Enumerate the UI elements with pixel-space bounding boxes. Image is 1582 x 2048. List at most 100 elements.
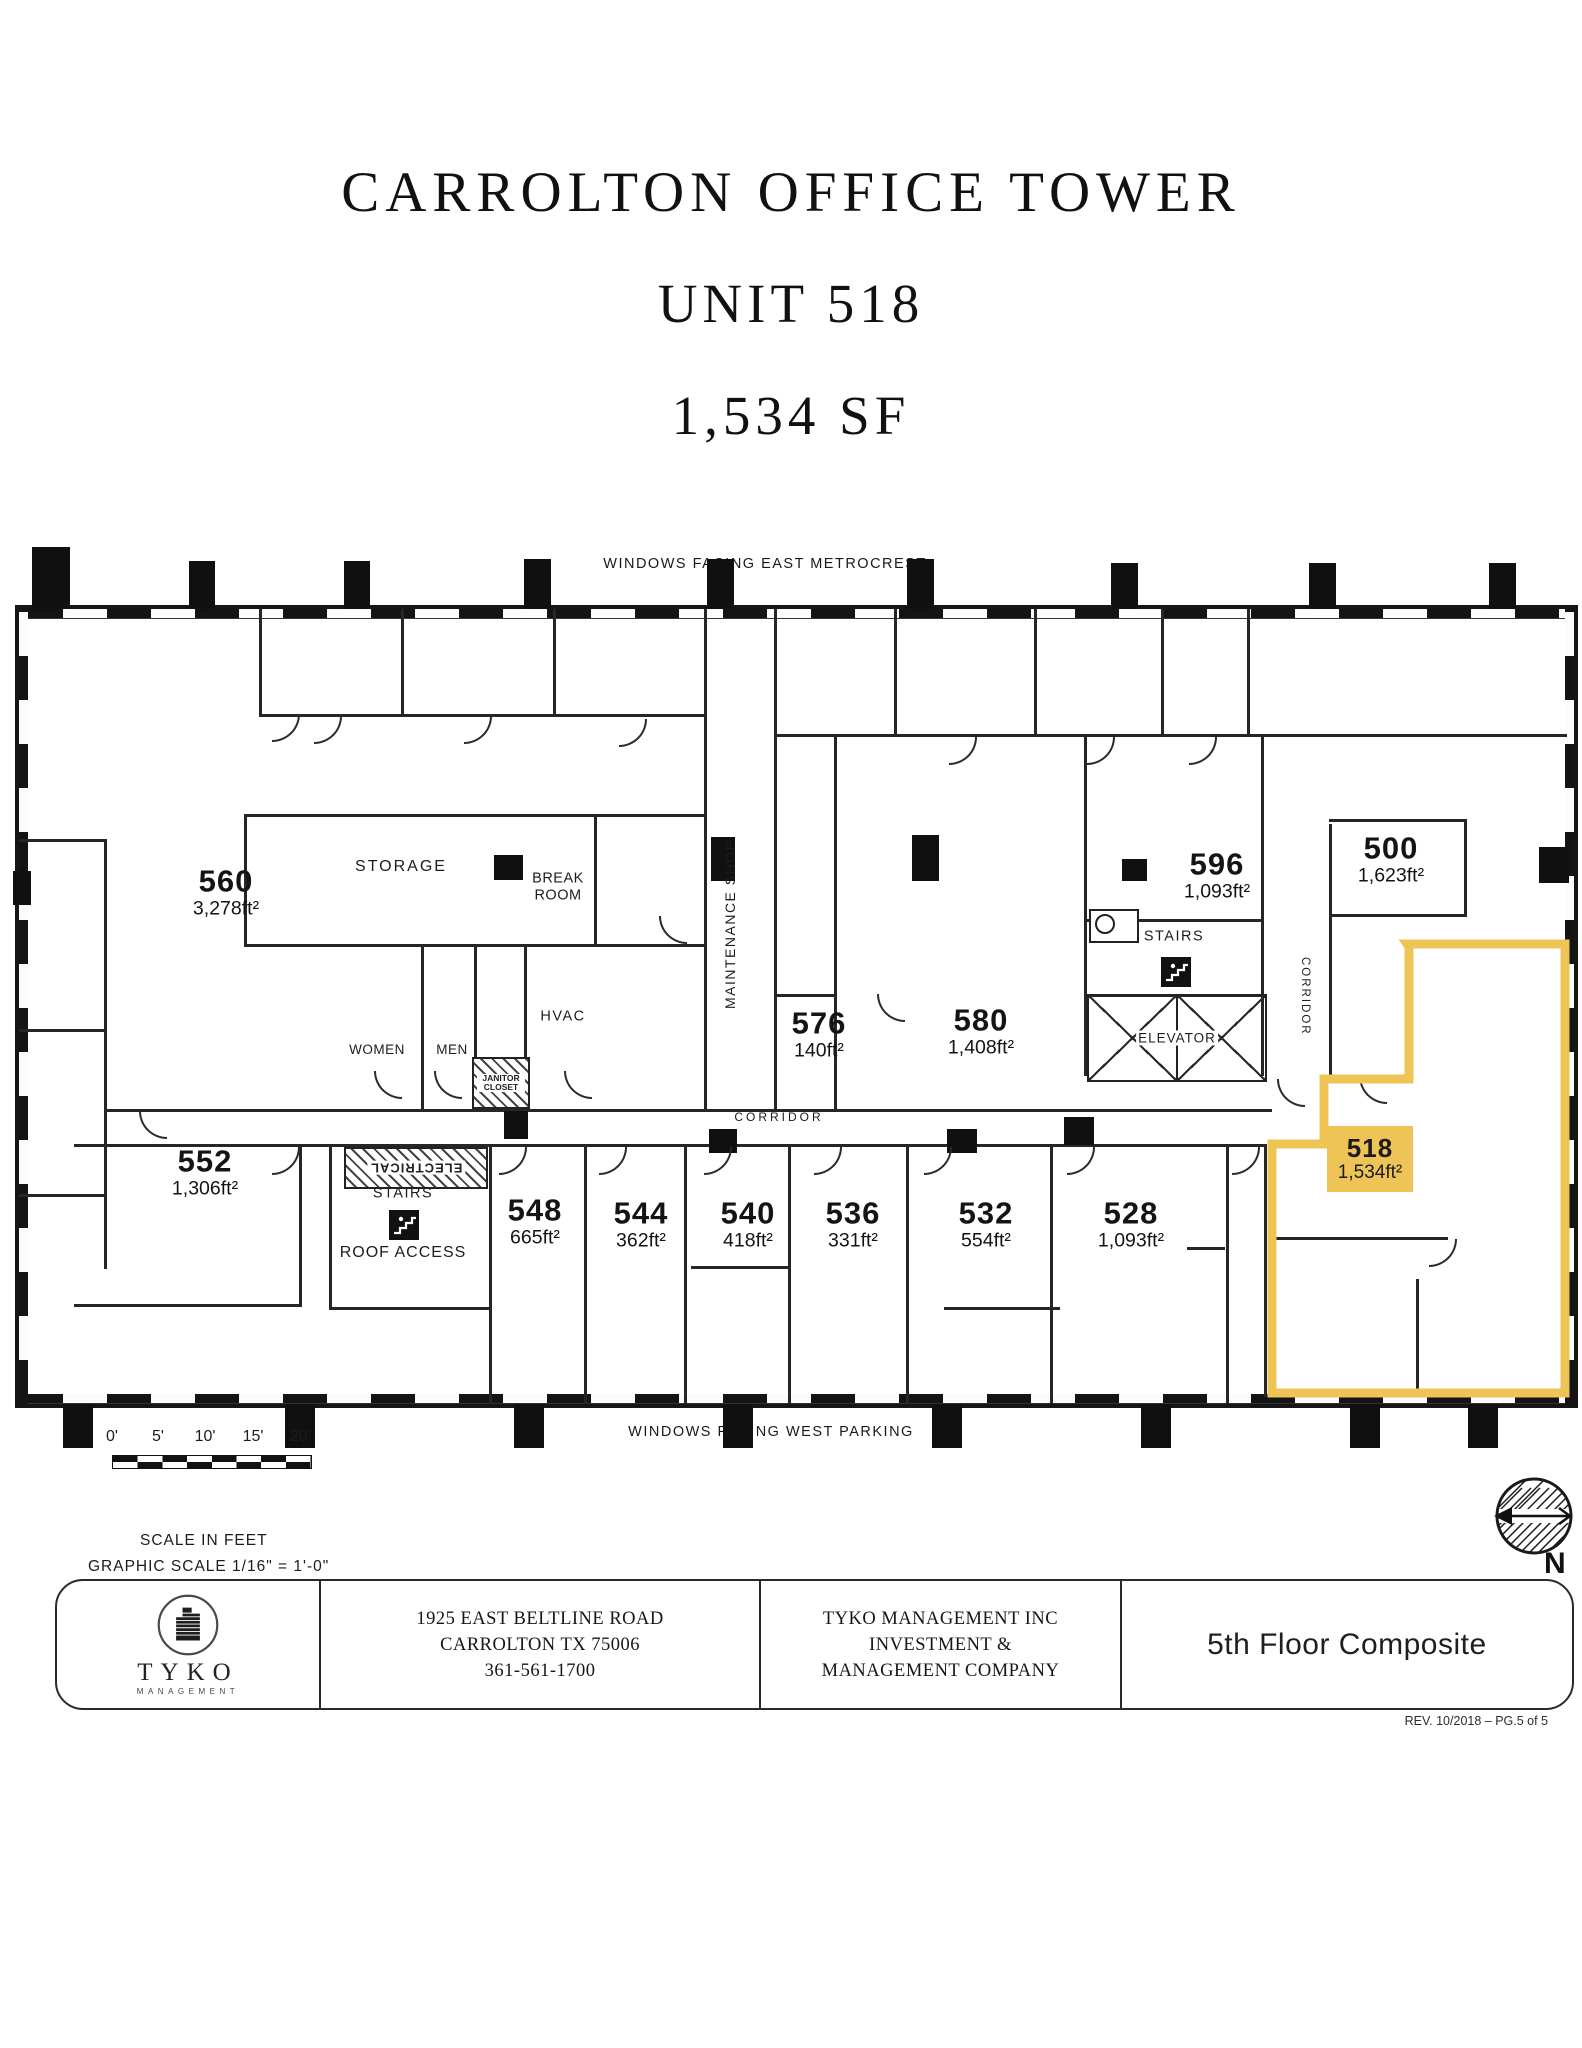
north-arrow: N: [1490, 1477, 1578, 1580]
wall-segment: [704, 609, 707, 1109]
column: [1309, 563, 1336, 609]
unit-area: 1,093ft²: [1097, 1229, 1165, 1252]
title-block-address: 1925 EAST BELTLINE ROAD CARROLTON TX 750…: [321, 1581, 759, 1708]
unit-area: 1,623ft²: [1357, 864, 1425, 887]
wall-segment: [1272, 1237, 1448, 1240]
wall-segment: [1050, 1144, 1053, 1404]
wall-segment: [944, 1307, 1060, 1310]
unit-518-number: 518: [1346, 1133, 1394, 1164]
window-note-top: WINDOWS FACING EAST METROCREST: [603, 556, 927, 572]
tyko-logo-icon: [157, 1594, 219, 1656]
room-label-stairs-west: STAIRS: [372, 1185, 434, 1202]
column: [1350, 1404, 1380, 1448]
wall-segment: [1261, 734, 1264, 1076]
wall-segment: [299, 1144, 302, 1306]
column: [907, 559, 934, 609]
wall-segment: [788, 1144, 791, 1404]
wall-segment: [244, 814, 247, 944]
unit-area: 331ft²: [828, 1229, 878, 1252]
wall-segment: [1084, 919, 1264, 922]
wall-segment: [1161, 609, 1164, 734]
unit-area: 665ft²: [510, 1226, 560, 1249]
column: [711, 837, 735, 881]
column: [63, 1404, 93, 1448]
wall-segment: [774, 994, 836, 997]
scale-tick: 20': [289, 1428, 311, 1445]
column: [494, 855, 523, 880]
window-note-bottom: WINDOWS FACING WEST PARKING: [628, 1424, 914, 1440]
room-label-storage: STORAGE: [355, 857, 447, 875]
wall-segment: [906, 1144, 909, 1404]
wall-segment: [1247, 609, 1250, 734]
wall-segment: [894, 609, 897, 734]
unit-number: 528: [1103, 1195, 1159, 1231]
column: [709, 1129, 737, 1153]
scale-note-line2: GRAPHIC SCALE 1/16" = 1'-0": [88, 1558, 330, 1576]
title-block: TYKO MANAGEMENT 1925 EAST BELTLINE ROAD …: [55, 1579, 1574, 1710]
unit-area: 1,093ft²: [1183, 880, 1251, 903]
column: [524, 559, 551, 609]
wall-segment: [104, 839, 107, 1269]
tyko-logo-subtitle: MANAGEMENT: [136, 1687, 240, 1696]
wall-segment: [329, 1307, 492, 1310]
room-label-men: MEN: [436, 1042, 468, 1058]
unit-number: 500: [1363, 830, 1419, 866]
unit-area: 1,306ft²: [171, 1177, 239, 1200]
unit-518-highlight-outline: [1267, 939, 1570, 1398]
wall-segment: [684, 1144, 687, 1404]
north-label: N: [1544, 1547, 1566, 1580]
unit-number: 544: [613, 1195, 669, 1231]
scale-tick: 10': [194, 1428, 216, 1445]
unit-number: 580: [953, 1002, 1009, 1038]
unit-518-label-box: 518 1,534ft²: [1327, 1126, 1413, 1192]
unit-number: 596: [1189, 846, 1245, 882]
wall-segment: [774, 734, 1567, 737]
wall-segment: [19, 839, 104, 842]
column: [504, 1111, 528, 1139]
tyko-logo-name: TYKO: [137, 1659, 239, 1686]
unit-area: 3,278ft²: [192, 897, 260, 920]
electrical-room: ELECTRICAL: [344, 1147, 488, 1189]
wall-segment: [1329, 819, 1467, 822]
column: [1468, 1404, 1498, 1448]
wall-segment: [834, 734, 837, 1109]
address-line: 361-561-1700: [484, 1660, 596, 1681]
column: [723, 1404, 753, 1448]
column: [1539, 847, 1569, 883]
wall-segment: [244, 814, 707, 817]
company-line: TYKO MANAGEMENT INC: [822, 1608, 1059, 1629]
unit-number: 532: [958, 1195, 1014, 1231]
wall-segment: [104, 1109, 1272, 1112]
column: [1122, 859, 1147, 881]
scale-tick: 0': [106, 1428, 118, 1445]
unit-area: 1,408ft²: [947, 1036, 1015, 1059]
stairs-icon-west: [389, 1210, 419, 1240]
wall-segment: [74, 1144, 1267, 1147]
scale-note: SCALE IN FEET GRAPHIC SCALE 1/16" = 1'-0…: [88, 1528, 329, 1581]
wall-segment: [1329, 824, 1332, 1079]
room-label-stairs-east: STAIRS: [1143, 928, 1205, 945]
unit-number: 540: [720, 1195, 776, 1231]
page-title: CARROLTON OFFICE TOWER: [341, 161, 1241, 224]
elevator-label: ELEVATOR: [1136, 1030, 1218, 1046]
title-block-divider: [1119, 1581, 1122, 1708]
stairs-icon-east: [1161, 957, 1191, 987]
address-line: CARROLTON TX 75006: [440, 1634, 640, 1655]
unit-area: 554ft²: [961, 1229, 1011, 1252]
janitor-closet: JANITOR CLOSET: [472, 1057, 530, 1109]
column: [13, 871, 31, 905]
wall-segment: [329, 1144, 332, 1309]
wall-segment: [1464, 819, 1467, 917]
column: [189, 561, 215, 609]
wall-segment: [774, 609, 777, 1109]
company-line: INVESTMENT &: [869, 1634, 1012, 1655]
window-wall-west: [19, 609, 28, 1404]
column: [1141, 1404, 1171, 1448]
